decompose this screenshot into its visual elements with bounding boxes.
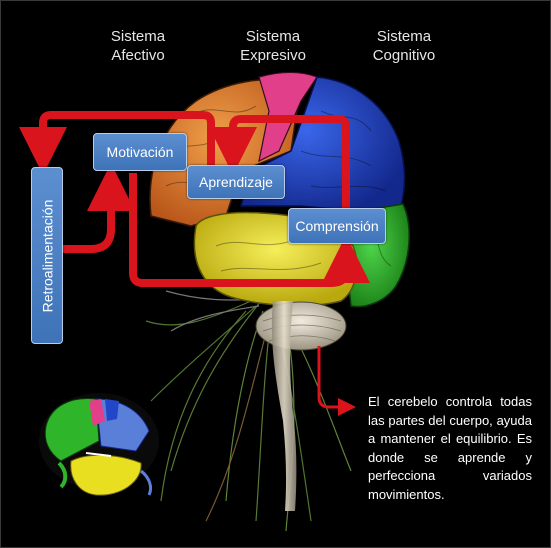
motivacion-box: Motivación — [93, 133, 187, 171]
heading-line: Sistema — [110, 28, 166, 45]
heading-line: Afectivo — [111, 47, 165, 64]
heading-sistema-cognitivo: Sistema Cognitivo — [359, 27, 449, 65]
brain-thumbnail — [39, 393, 159, 496]
heading-line: Sistema — [245, 28, 301, 45]
heading-sistema-afectivo: Sistema Afectivo — [96, 27, 180, 65]
heading-line: Cognitivo — [372, 47, 436, 64]
heading-line: Expresivo — [240, 47, 306, 64]
cerebellum-pointer-arrow — [317, 346, 356, 416]
comprension-box: Comprensión — [288, 208, 386, 244]
heading-sistema-expresivo: Sistema Expresivo — [229, 27, 317, 65]
brain-stem — [271, 301, 297, 511]
retroalimentacion-label: Retroalimentación — [39, 199, 55, 312]
cerebellum — [255, 301, 347, 351]
retroalimentacion-box: Retroalimentación — [31, 167, 63, 344]
cerebellum-note: El cerebelo controla todas las partes de… — [368, 394, 532, 502]
aprendizaje-box: Aprendizaje — [187, 165, 285, 199]
flow-arrows — [19, 111, 370, 287]
heading-line: Sistema — [376, 28, 432, 45]
